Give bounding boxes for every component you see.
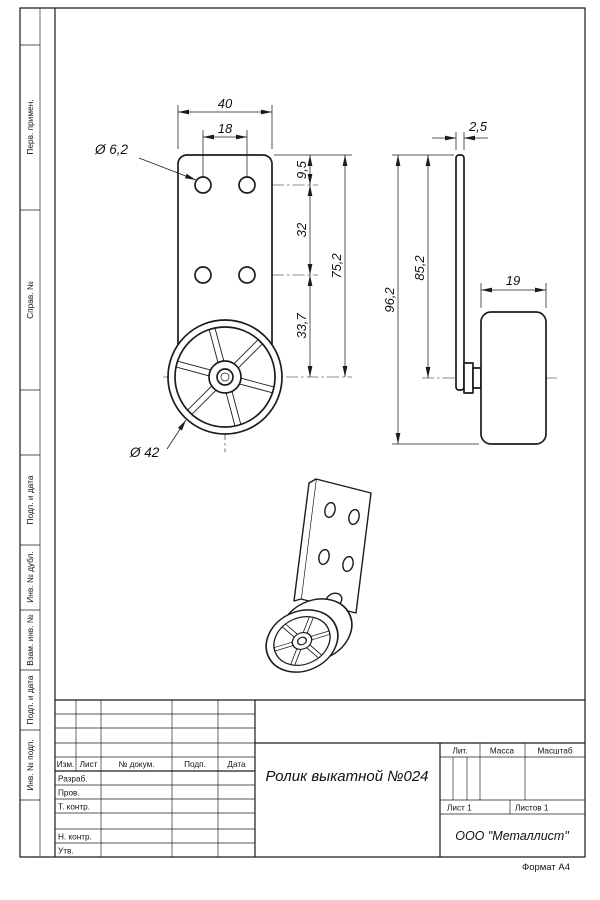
role-n-kontr: Н. контр. bbox=[58, 833, 92, 842]
dim-overall-height: 96,2 bbox=[382, 287, 397, 313]
title-block-grid-lines bbox=[55, 700, 585, 857]
wheel-side bbox=[480, 311, 547, 445]
role-utv: Утв. bbox=[58, 847, 74, 856]
format-note: Формат А4 bbox=[522, 862, 570, 873]
side-view-extension-lines bbox=[392, 132, 547, 445]
sheet-current: Лист 1 bbox=[447, 804, 472, 813]
axle-step-small bbox=[472, 367, 482, 389]
sheets-total: Листов 1 bbox=[515, 804, 549, 813]
iso-spoke bbox=[306, 644, 323, 659]
col-header-izm: Изм. bbox=[57, 760, 75, 769]
bracket-plate-side bbox=[455, 154, 465, 391]
dim-top-to-axis: 75,2 bbox=[329, 253, 344, 279]
margin-label-inv-no-dubl: Инв. № дубл. bbox=[25, 551, 35, 602]
dim-wheel-diameter: Ø 42 bbox=[129, 445, 160, 460]
axle-step-large bbox=[463, 362, 474, 394]
dim-plate-width: 40 bbox=[218, 96, 233, 111]
wheel-inner-rim bbox=[174, 326, 276, 428]
leader-hole-diameter bbox=[138, 157, 197, 181]
iso-spoke bbox=[290, 648, 302, 666]
margin-label-inv-no-podp: Инв. № подп. bbox=[25, 739, 35, 790]
front-view-extension-lines bbox=[177, 105, 352, 178]
dim-between-hole-rows: 32 bbox=[294, 222, 309, 237]
col-header-podp: Подп. bbox=[184, 760, 206, 769]
col-header-data: Дата bbox=[227, 760, 246, 769]
iso-mounting-hole bbox=[348, 508, 360, 526]
margin-label-podp-i-data-1: Подп. и дата bbox=[25, 475, 35, 524]
role-t-kontr: Т. контр. bbox=[58, 803, 90, 812]
outer-frame bbox=[19, 7, 586, 858]
wheel-bore bbox=[216, 368, 234, 386]
iso-plate-side bbox=[293, 478, 317, 602]
spoke bbox=[239, 377, 275, 394]
company-name: ООО "Металлист" bbox=[455, 829, 569, 843]
title-block: Изм. Лист № докум. Подп. Дата Разраб. Пр… bbox=[55, 699, 585, 857]
spoke bbox=[225, 391, 242, 427]
iso-wheel-face bbox=[265, 609, 339, 673]
dim-top-to-holes: 9,5 bbox=[294, 160, 309, 179]
spoke bbox=[175, 360, 211, 377]
iso-mounting-hole bbox=[318, 548, 330, 566]
wheel-axle-center bbox=[220, 372, 230, 382]
margin-strip-dividers bbox=[20, 44, 40, 801]
side-view: 2,5 96,2 85,2 19 bbox=[382, 119, 558, 445]
dim-wheel-width: 19 bbox=[506, 273, 520, 288]
iso-spoke bbox=[302, 616, 314, 634]
wheel-spokes bbox=[175, 327, 275, 427]
mounting-hole bbox=[194, 266, 212, 284]
isometric-view bbox=[265, 478, 372, 673]
spoke bbox=[187, 385, 217, 415]
margin-label-podp-i-data-2: Подп. и дата bbox=[25, 675, 35, 724]
dim-plate-thickness: 2,5 bbox=[468, 119, 488, 134]
document-title: Ролик выкатной №024 bbox=[265, 768, 428, 785]
mounting-hole bbox=[238, 266, 256, 284]
massa-label: Масса bbox=[490, 747, 515, 756]
dim-holes-to-axis: 33,7 bbox=[294, 313, 309, 339]
iso-spoke bbox=[311, 630, 331, 641]
margin-label-vzam-inv-no: Взам. инв. № bbox=[25, 614, 35, 666]
wheel-hub bbox=[208, 360, 242, 394]
iso-wheel-bore bbox=[296, 636, 308, 646]
spoke bbox=[208, 327, 225, 363]
iso-mounting-hole bbox=[324, 501, 336, 519]
spoke bbox=[233, 339, 263, 369]
masshtab-label: Масштаб bbox=[537, 747, 572, 756]
dim-hole-spacing: 18 bbox=[218, 121, 233, 136]
leader-wheel-diameter bbox=[166, 419, 187, 450]
lit-label: Лит. bbox=[452, 747, 467, 756]
left-margin-labels: Перв. примен. Справ. № Подп. и дата Инв.… bbox=[25, 99, 35, 790]
front-view: 40 18 Ø 6,2 9,5 32 33,7 75,2 Ø 42 bbox=[94, 96, 352, 460]
iso-spoke bbox=[281, 623, 298, 638]
margin-label-sprav-no: Справ. № bbox=[25, 281, 35, 319]
role-razrab: Разраб. bbox=[58, 775, 87, 784]
iso-mounting-hole bbox=[342, 555, 354, 573]
dim-plate-height: 85,2 bbox=[412, 255, 427, 281]
col-header-num-dokum: № докум. bbox=[119, 760, 155, 769]
role-prov: Пров. bbox=[58, 789, 80, 798]
margin-label-perv-primen: Перв. примен. bbox=[25, 99, 35, 154]
iso-spoke bbox=[273, 641, 293, 652]
sheet-frame bbox=[19, 7, 586, 858]
col-header-list: Лист bbox=[80, 760, 98, 769]
dim-hole-diameter: Ø 6,2 bbox=[94, 142, 129, 157]
